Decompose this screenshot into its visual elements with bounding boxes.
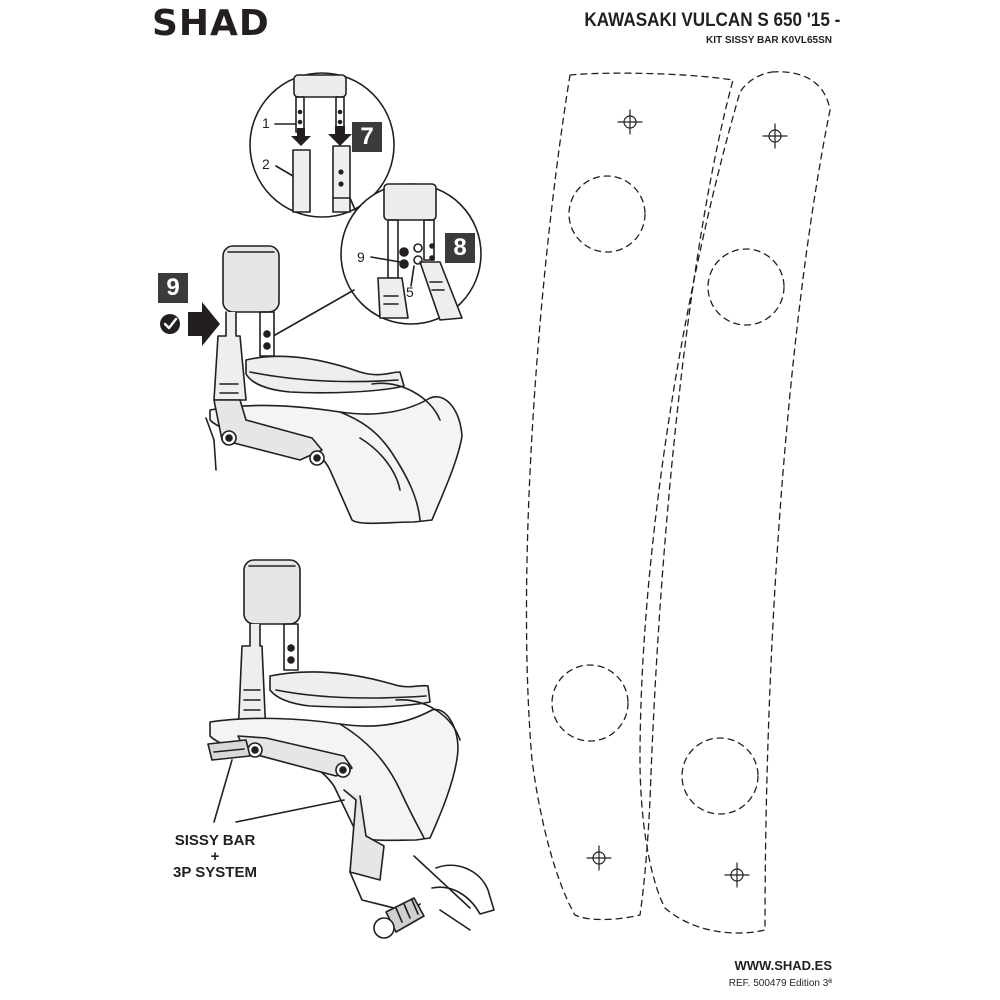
document-subtitle: KIT SISSY BAR K0VL65SN (706, 35, 832, 46)
detail-circle-step8 (340, 183, 482, 325)
assembly-label-line2: + (210, 848, 220, 865)
callout-part-2: 2 (262, 156, 270, 172)
motorcycle-lower (207, 559, 495, 939)
callout-part-5: 5 (406, 284, 414, 300)
callout-part-9: 9 (357, 249, 365, 265)
drill-marks-right (724, 123, 788, 888)
arrow-down-icon (291, 126, 352, 146)
step-8-badge: 8 (445, 233, 475, 263)
drill-marks-left (586, 109, 643, 871)
drill-template-left (525, 72, 734, 921)
step-7-badge: 7 (352, 122, 382, 152)
detail-circle-step7 (249, 72, 395, 218)
assembly-label: SISSY BAR + 3P SYSTEM (150, 833, 280, 881)
callout-part-1: 1 (262, 115, 270, 131)
reference-number: REF. 500479 Edition 3ª (728, 978, 832, 989)
drill-template-right (639, 71, 831, 934)
assembly-label-line1: SISSY BAR (174, 832, 256, 849)
assembly-label-line3: 3P SYSTEM (173, 864, 257, 881)
arrow-right-icon (188, 302, 220, 346)
motorcycle-upper (205, 245, 463, 525)
check-circle-icon (160, 314, 180, 334)
step-9-badge: 9 (158, 273, 188, 303)
website-link[interactable]: WWW.SHAD.ES (734, 958, 833, 973)
document-title: KAWASAKI VULCAN S 650 '15 - (584, 10, 840, 31)
brand-logo: SHAD (152, 3, 270, 44)
check-mark (163, 317, 178, 330)
